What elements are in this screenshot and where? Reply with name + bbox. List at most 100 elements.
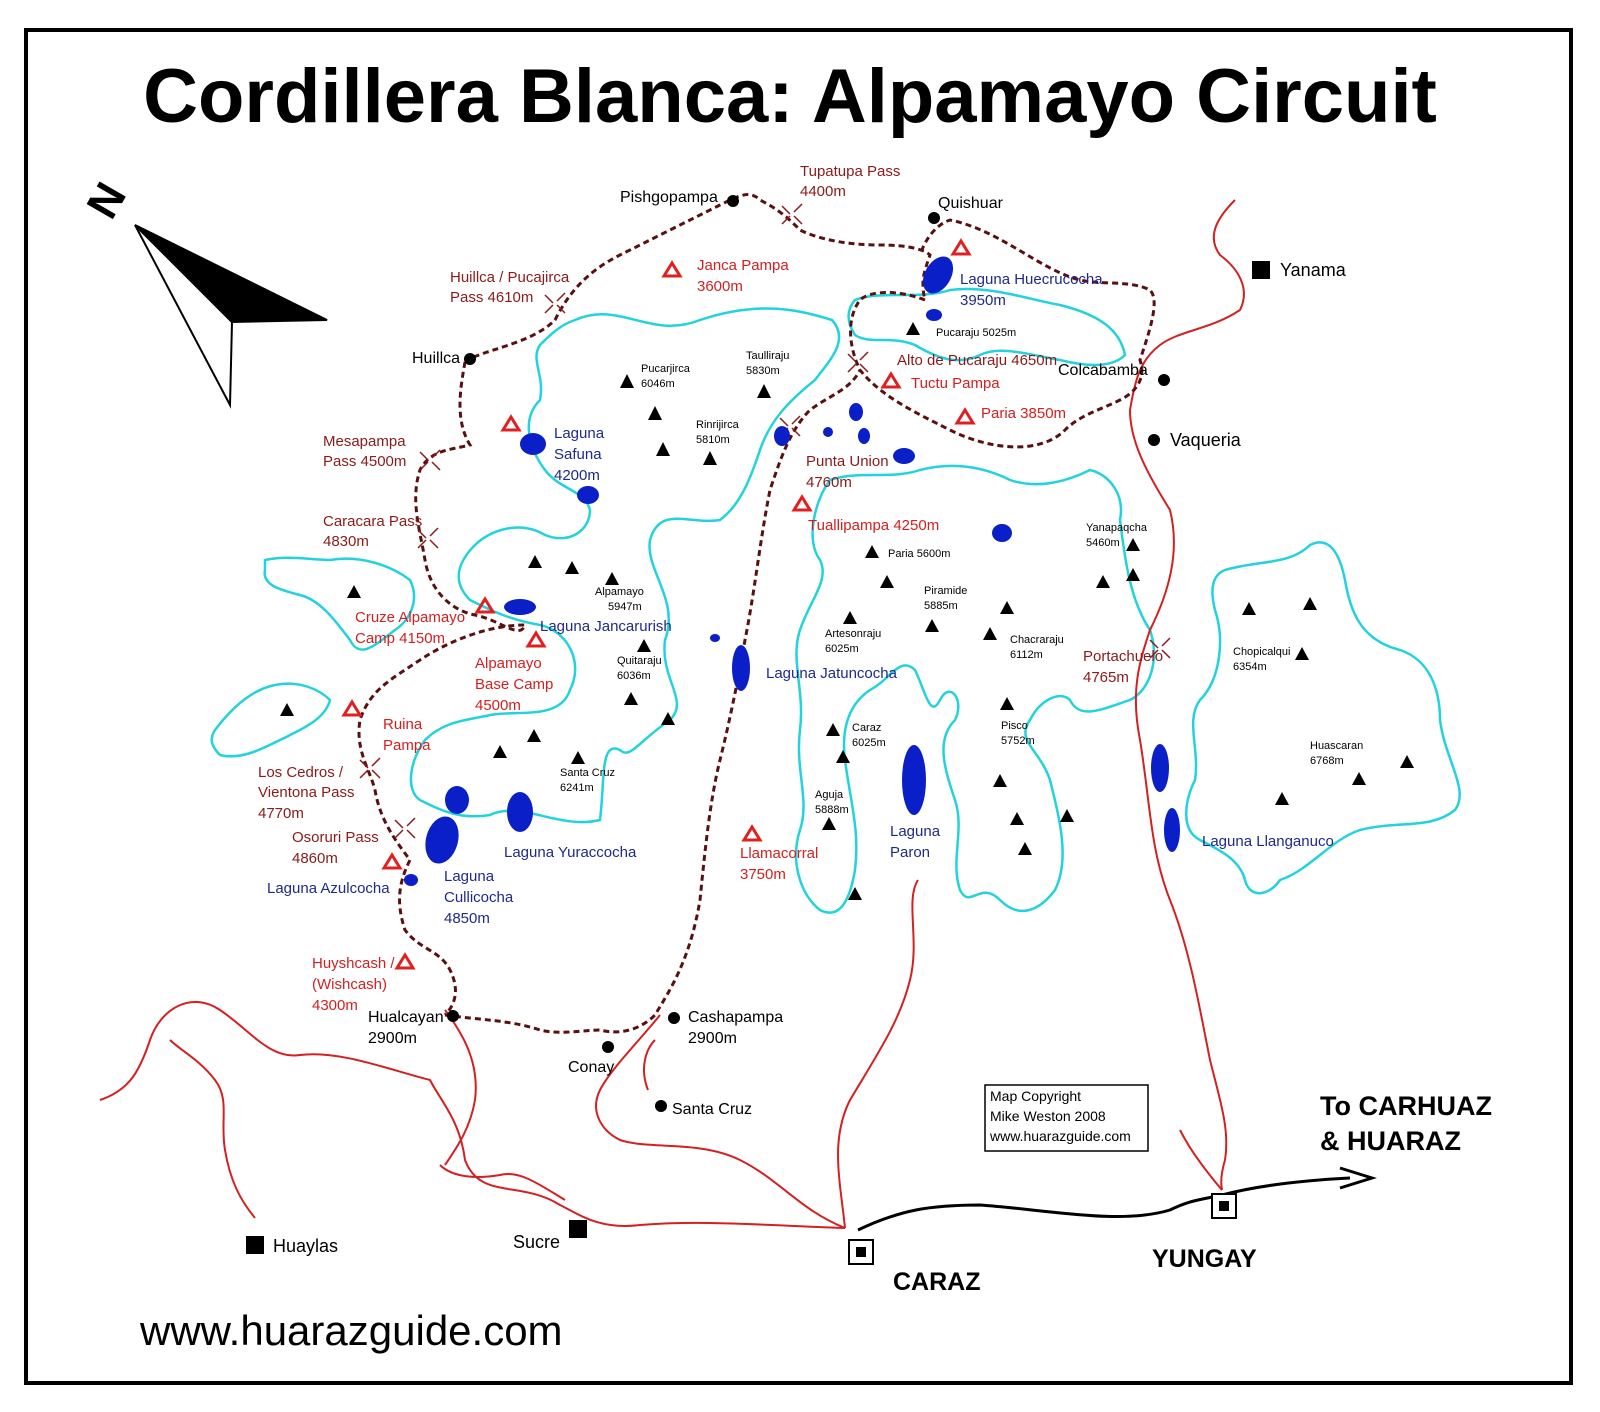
camp-icon [341, 699, 363, 717]
lake-cullicocha-1: Laguna [444, 868, 495, 885]
lake-safuna-2: Safuna [554, 446, 602, 463]
peak-taulliraju-2: 5830m [746, 365, 780, 377]
pass-osoruri-1: Osoruri Pass [292, 829, 379, 846]
trailhead-cashapampa-name: Cashapampa [688, 1009, 783, 1026]
glacier-central-west [409, 307, 841, 824]
lake-jatuncocha [732, 645, 750, 691]
road-cashapampa [595, 1014, 846, 1229]
town-markers [246, 195, 1270, 1254]
camp-alpamayo-bc-3: 4500m [475, 697, 521, 714]
peak-alpamayo-1: Alpamayo [595, 586, 644, 598]
camp-ruina-1: Ruina [383, 716, 423, 733]
camp-cruze-2: Camp 4150m [355, 630, 445, 647]
pass-icon [419, 449, 441, 471]
camp-alpamayo-bc-1: Alpamayo [475, 655, 542, 672]
road-yungay [1179, 1129, 1223, 1191]
peak-chopicalqui-1: Chopicalqui [1233, 646, 1290, 658]
camp-tuctu: Tuctu Pampa [911, 375, 1000, 392]
peak-chopicalqui-2: 6354m [1233, 661, 1267, 673]
pass-tupatupa-1: Tupatupa Pass [800, 163, 900, 180]
pass-mesapampa-2: Pass 4500m [323, 453, 406, 470]
north-label: N [78, 175, 136, 227]
camp-icon [950, 238, 972, 256]
peak-aguja-2: 5888m [815, 804, 849, 816]
pass-los-cedros-2: Vientona Pass [258, 784, 354, 801]
peak-caraz-1: Caraz [852, 722, 881, 734]
north-arrow-icon: N [78, 175, 328, 409]
lake-llanganuco-2 [1164, 808, 1180, 852]
pass-tupatupa-2: 4400m [800, 183, 846, 200]
town-colcabamba: Colcabamba [1058, 362, 1148, 379]
lake-safuna-3: 4200m [554, 467, 600, 484]
camp-icons [341, 238, 976, 970]
glacier-west-1 [263, 556, 416, 651]
peak-quitaraju-2: 6036m [617, 670, 651, 682]
road-west [99, 1000, 846, 1229]
destination-line-2: & HUARAZ [1320, 1126, 1461, 1156]
copyright-line-1: Map Copyright [990, 1088, 1081, 1104]
lake-llanganuco-label: Laguna Llanganuco [1202, 833, 1334, 850]
camp-icon [474, 596, 496, 614]
peak-pucarjirca-1: Pucarjirca [641, 363, 691, 375]
pass-portachuelo-2: 4765m [1083, 669, 1129, 686]
town-pishgopampa: Pishgopampa [620, 189, 718, 206]
road-yanama [1128, 199, 1245, 1191]
pass-icon [779, 415, 801, 437]
town-huillca: Huillca [412, 350, 460, 367]
camp-huyshcash-2: (Wishcash) [312, 976, 387, 993]
peak-huascaran-1: Huascaran [1310, 740, 1363, 752]
pass-mesapampa-1: Mesapampa [323, 433, 406, 450]
peak-yanapaqcha-1: Yanapaqcha [1086, 522, 1148, 534]
camp-icon [741, 824, 763, 842]
town-santa-cruz: Santa Cruz [672, 1101, 752, 1118]
town-quishuar: Quishuar [938, 195, 1004, 212]
lake-paron-1: Laguna [890, 823, 941, 840]
city-markers [848, 1193, 1237, 1265]
city-caraz: CARAZ [893, 1268, 981, 1296]
pass-los-cedros-3: 4770m [258, 805, 304, 822]
lake-huecrucocha [922, 256, 954, 294]
town-huaylas: Huaylas [273, 1236, 338, 1256]
peak-pisco-2: 5752m [1001, 735, 1035, 747]
peak-pucarjirca-2: 6046m [641, 378, 675, 390]
camp-llamacorral-2: 3750m [740, 866, 786, 883]
peak-taulliraju-1: Taulliraju [746, 350, 789, 362]
camp-ruina-2: Pampa [383, 737, 431, 754]
camp-paria: Paria 3850m [981, 405, 1066, 422]
camp-icon [525, 630, 547, 648]
peak-icons [280, 322, 1414, 900]
pass-icons [359, 203, 1171, 839]
pass-pucaraju: Alto de Pucaraju 4650m [897, 352, 1057, 369]
peak-huascaran-2: 6768m [1310, 755, 1344, 767]
glacier-central-east [794, 464, 1156, 914]
pass-caracara-1: Caracara Pass [323, 513, 422, 530]
town-sucre: Sucre [513, 1232, 560, 1252]
peak-chacraraju-2: 6112m [1010, 649, 1043, 661]
highway-caraz-yungay [857, 1176, 1351, 1232]
route-north [464, 193, 932, 364]
camp-alpamayo-bc-2: Base Camp [475, 676, 553, 693]
lake-yuraccocha [507, 792, 533, 832]
peak-artesonraju-2: 6025m [825, 643, 859, 655]
peak-piramide-1: Piramide [924, 585, 967, 597]
glacier-outlines [210, 287, 1461, 914]
pass-punta-union-2: 4760m [806, 474, 852, 491]
lake-azulcocha [404, 874, 418, 886]
route-east-loop [849, 218, 1156, 449]
road-sucre [439, 1164, 566, 1201]
camp-icon [381, 852, 403, 870]
pass-icon [1149, 637, 1171, 659]
camp-icon [500, 414, 522, 432]
lake-yuraccocha-label: Laguna Yuraccocha [504, 844, 637, 861]
glacier-far-east [1185, 541, 1461, 895]
pass-caracara-2: 4830m [323, 533, 369, 550]
website-footer: www.huarazguide.com [139, 1307, 563, 1354]
road-hualcayan [444, 1009, 477, 1166]
camp-huyshcash-1: Huyshcash / [312, 955, 395, 972]
pass-portachuelo-1: Portachuelo [1083, 648, 1163, 665]
peak-pisco-1: Pisco [1001, 720, 1028, 732]
lake-huecrucocha-1: Laguna Huecrucocha [960, 271, 1103, 288]
lake-paron-2: Paron [890, 844, 930, 861]
map-title: Cordillera Blanca: Alpamayo Circuit [143, 54, 1437, 139]
